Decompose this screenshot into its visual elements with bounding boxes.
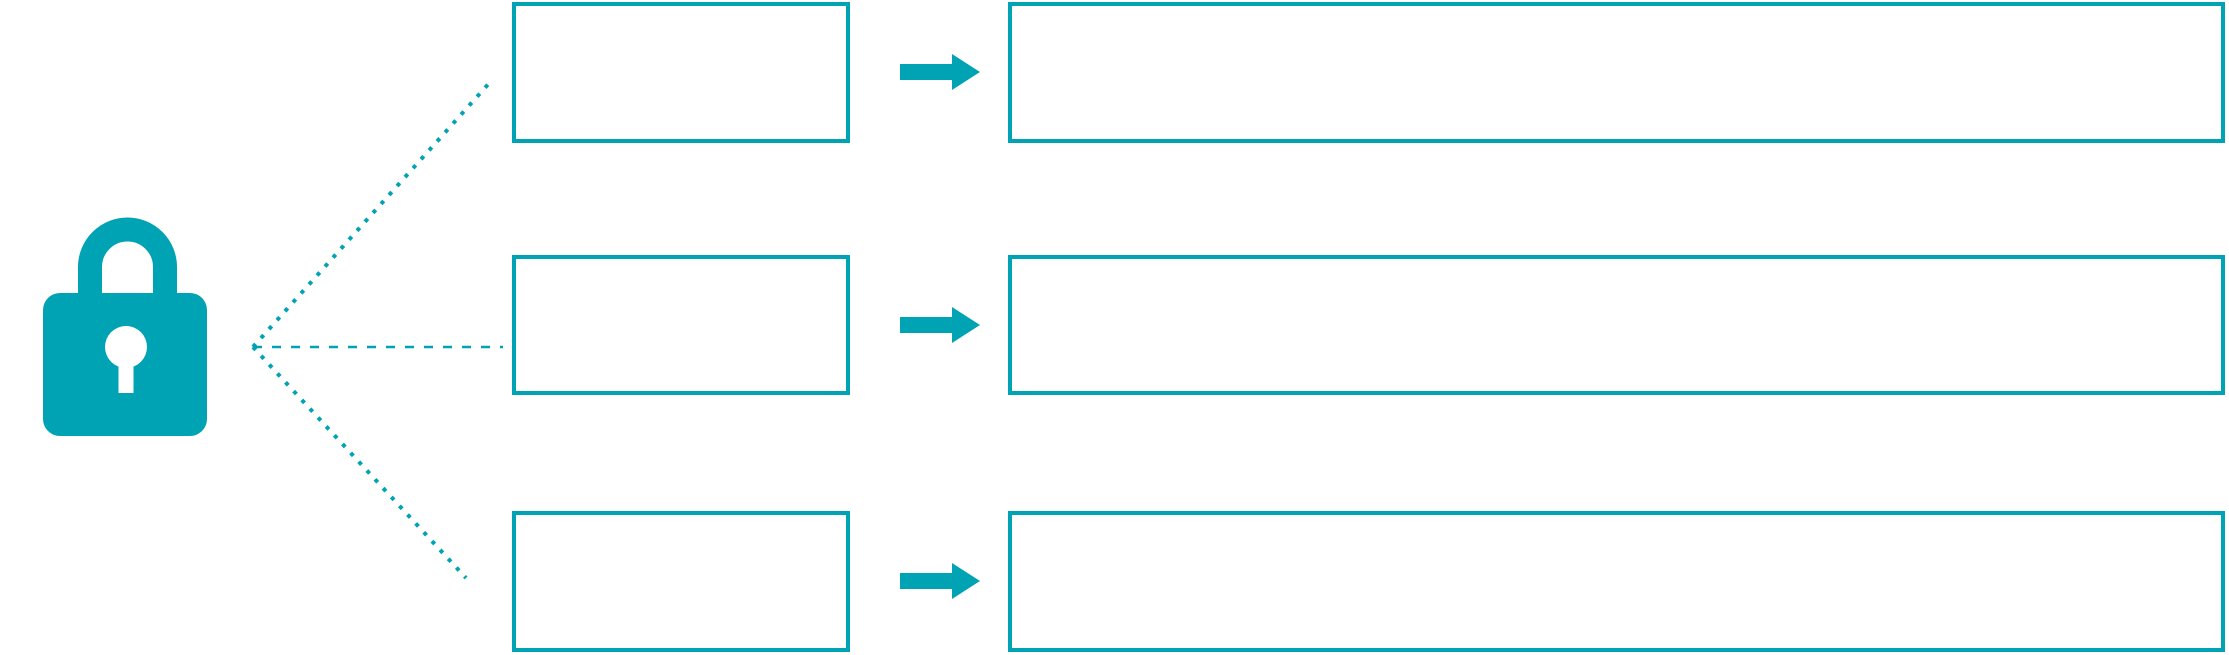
right-arrow-icon <box>900 563 980 599</box>
source-box-2 <box>512 255 850 395</box>
source-box-3 <box>512 511 850 652</box>
target-box-3 <box>1008 511 2225 652</box>
connector-line-bottom <box>251 345 468 580</box>
source-box-1 <box>512 2 850 143</box>
right-arrow-icon <box>900 54 980 90</box>
padlock-icon <box>43 217 207 436</box>
connector-line-top <box>251 78 494 349</box>
target-box-1 <box>1008 2 2225 143</box>
target-box-2 <box>1008 255 2225 395</box>
right-arrow-icon <box>900 307 980 343</box>
